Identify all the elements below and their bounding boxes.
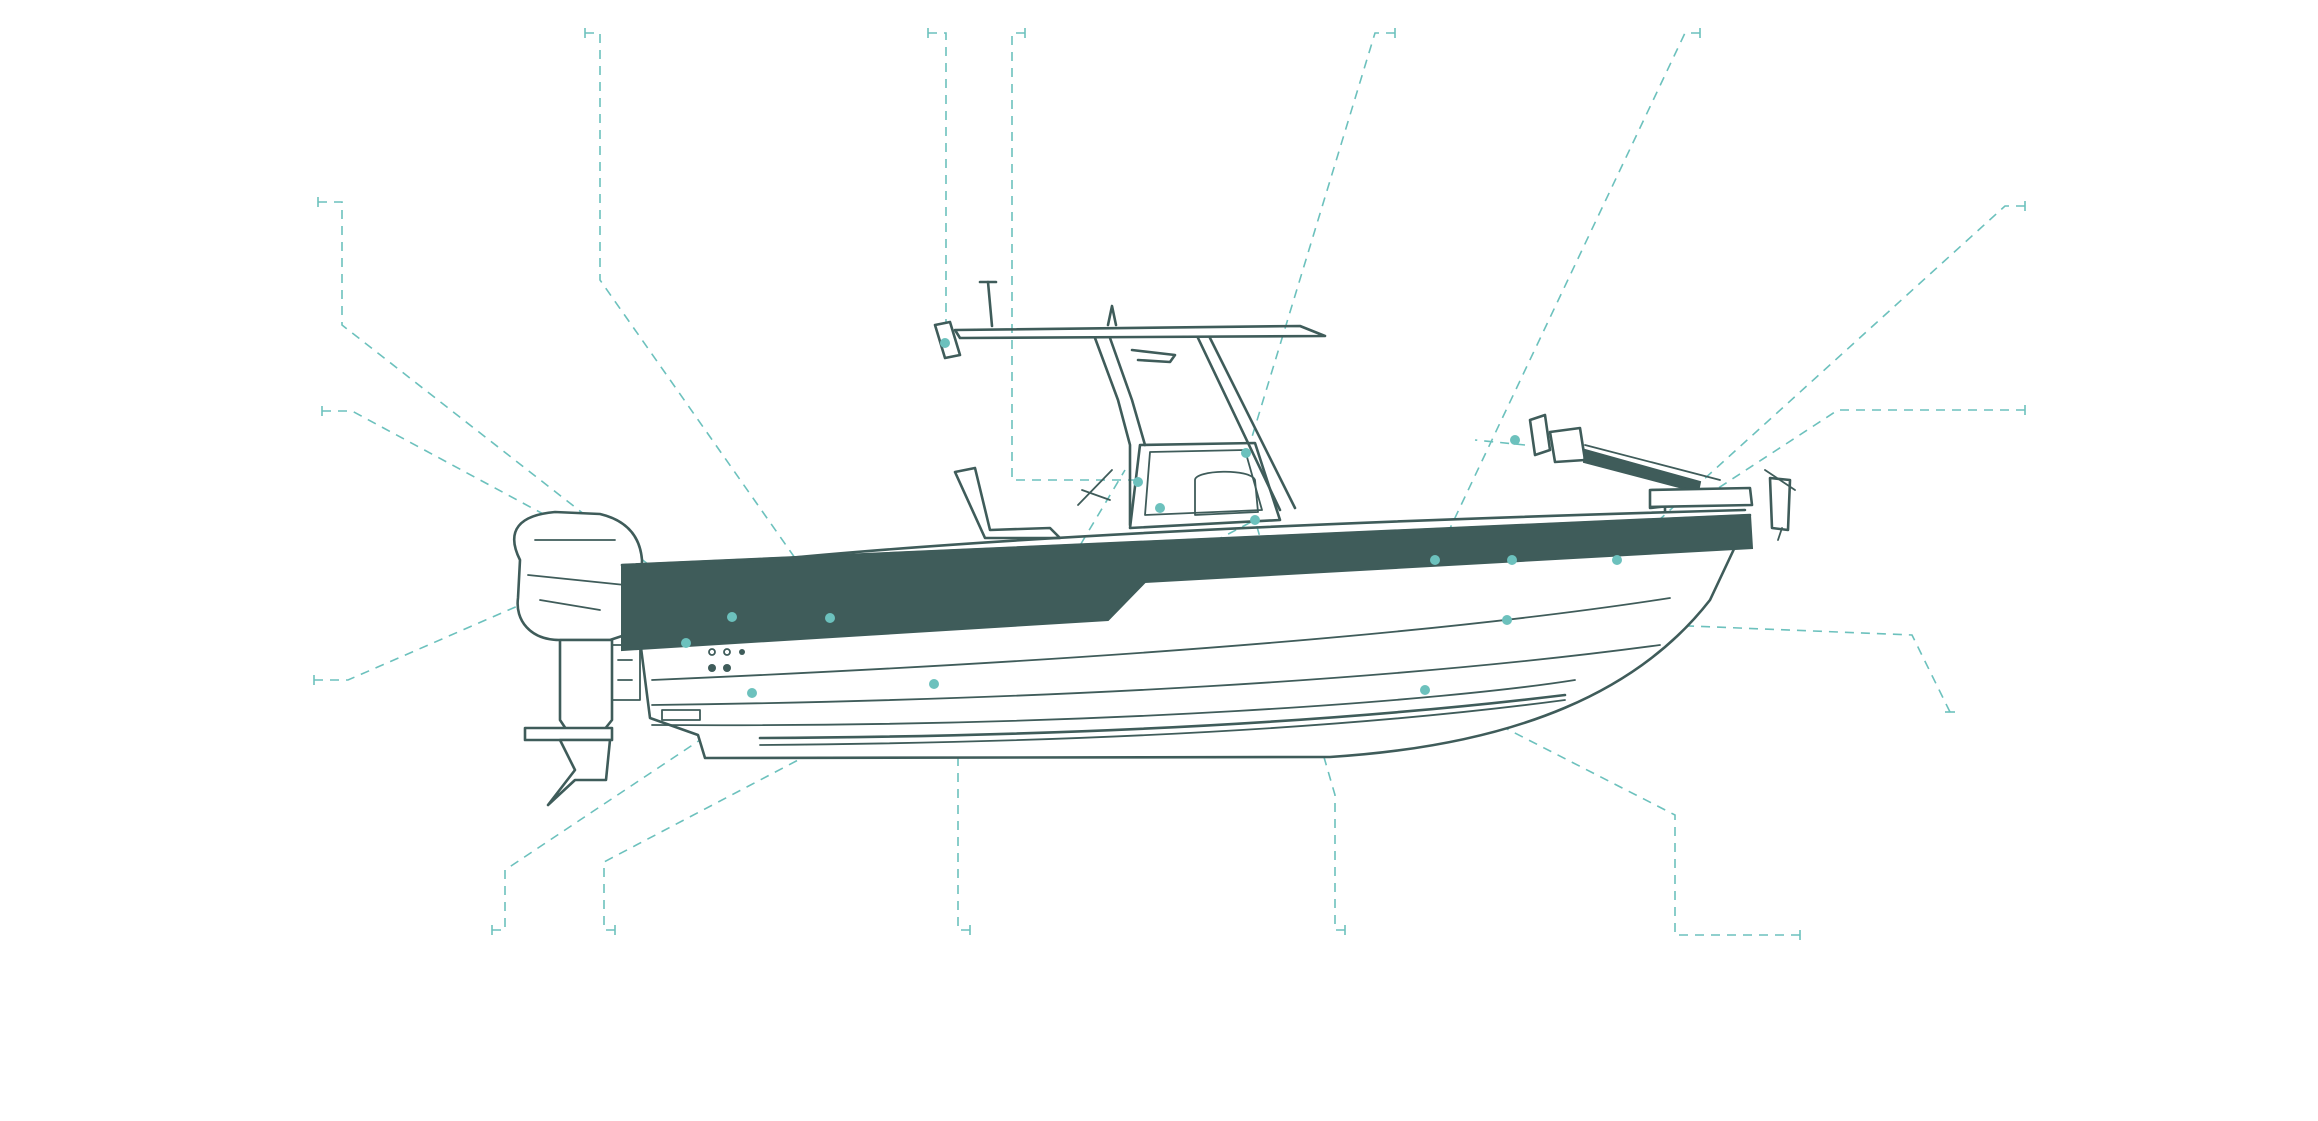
hotspot-16[interactable]	[929, 679, 939, 689]
hull-strake-3	[758, 693, 1567, 740]
engine-skeg	[546, 738, 612, 807]
console-windshield	[1144, 449, 1263, 516]
leader-line-3	[314, 604, 521, 681]
boat-illustration	[513, 280, 1796, 807]
hotspot-1[interactable]	[940, 338, 950, 348]
t-top-front-leg-inner	[1208, 336, 1297, 510]
hotspot-15[interactable]	[747, 688, 757, 698]
hotspot-7[interactable]	[1430, 555, 1440, 565]
hotspot-6[interactable]	[1510, 435, 1520, 445]
hotspot-13[interactable]	[825, 613, 835, 623]
transom-fittings	[661, 648, 745, 721]
deck-line	[718, 508, 1747, 567]
t-top-canopy	[953, 324, 1327, 340]
hotspot-9[interactable]	[1612, 555, 1622, 565]
leaning-post	[1194, 470, 1259, 516]
radar-dome	[1106, 304, 1118, 327]
leader-line-12	[492, 739, 701, 931]
engine-lower-unit	[523, 726, 614, 742]
rear-seat	[953, 466, 1062, 540]
hotspot-8[interactable]	[1507, 555, 1517, 565]
leader-line-7	[1247, 32, 1395, 451]
hotspot-2[interactable]	[1133, 477, 1143, 487]
steering-wheel	[1077, 469, 1113, 506]
gunwale-band	[621, 513, 1754, 652]
trolling-motor-prop	[1768, 476, 1792, 532]
hotspot-5[interactable]	[1250, 515, 1260, 525]
fitting-3	[739, 649, 745, 655]
leader-line-10	[1699, 409, 2025, 501]
leader-line-5	[928, 32, 947, 340]
center-console	[1128, 441, 1282, 530]
trolling-motor-prop-blade	[1764, 469, 1796, 541]
hull-chine	[651, 679, 1576, 727]
t-top-crossbar	[1130, 348, 1177, 364]
outboard-engine	[513, 510, 644, 807]
leader-line-9	[1614, 205, 2025, 561]
hotspot-4[interactable]	[1241, 448, 1251, 458]
trolling-motor-mount	[1648, 486, 1754, 509]
hull-strake-3b	[759, 699, 1566, 746]
trolling-motor-head	[1528, 413, 1552, 457]
leader-line-4	[585, 32, 836, 616]
hull-strake-1	[651, 597, 1671, 681]
leader-line-13	[603, 519, 1256, 931]
fitting-1	[708, 648, 716, 656]
leader-line-6	[1011, 32, 1138, 481]
fitting-5	[723, 664, 731, 672]
leader-line-1	[318, 201, 691, 598]
hotspot-10[interactable]	[1502, 615, 1512, 625]
leader-line-8	[1434, 32, 1700, 561]
engine-midsection	[558, 638, 614, 737]
t-top-rear-leg	[1093, 336, 1132, 527]
callout-ticks	[313, 28, 2026, 940]
leader-line-16	[1469, 709, 1800, 936]
hotspot-14[interactable]	[681, 638, 691, 648]
hotspot-11[interactable]	[1420, 685, 1430, 695]
hotspot-12[interactable]	[727, 612, 737, 622]
engine-cowling	[513, 510, 644, 642]
antenna-mast	[986, 280, 994, 328]
fitting-2	[723, 648, 731, 656]
hotspot-3[interactable]	[1155, 503, 1165, 513]
hotspots	[681, 338, 1622, 698]
swim-step	[661, 709, 701, 721]
t-top-rear-leg-inner	[1108, 336, 1147, 447]
trolling-motor-shaft-line	[1584, 444, 1721, 481]
trolling-motor	[1528, 413, 1796, 541]
fitting-4	[708, 664, 716, 672]
t-top-front-leg	[1196, 336, 1282, 512]
hull-strake-2	[651, 644, 1661, 706]
leader-line-11	[1664, 624, 1951, 713]
engine-cowling-detail	[527, 539, 626, 611]
engine-bracket	[611, 644, 641, 701]
trolling-motor-housing	[1548, 426, 1587, 464]
